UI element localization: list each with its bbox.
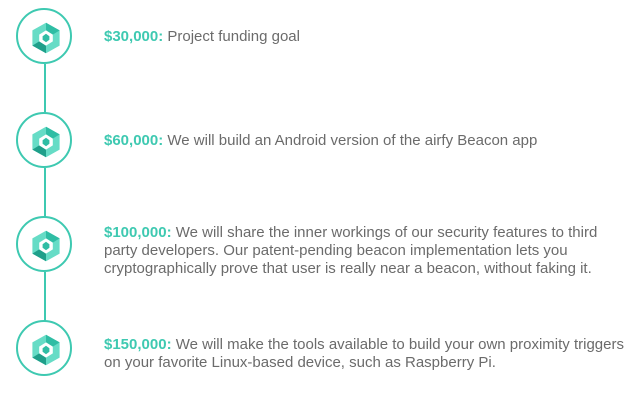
goal-amount: $30,000: bbox=[104, 28, 164, 45]
airfy-logo-icon bbox=[32, 126, 60, 158]
timeline-node bbox=[16, 8, 72, 64]
timeline-connector bbox=[44, 272, 46, 322]
goal-amount: $60,000: bbox=[104, 132, 164, 149]
stretch-goal-text: $30,000: Project funding goal bbox=[104, 28, 634, 46]
stretch-goal-text: $60,000: We will build an Android versio… bbox=[104, 132, 634, 150]
timeline-node bbox=[16, 320, 72, 376]
timeline-connector bbox=[44, 168, 46, 218]
goal-amount: $100,000: bbox=[104, 224, 172, 241]
timeline-node bbox=[16, 216, 72, 272]
airfy-logo-icon bbox=[32, 334, 60, 366]
goal-description: We will make the tools available to buil… bbox=[104, 336, 624, 371]
stretch-goal-text: $150,000: We will make the tools availab… bbox=[104, 336, 634, 372]
timeline-node bbox=[16, 112, 72, 168]
stretch-goal-text: $100,000: We will share the inner workin… bbox=[104, 224, 634, 278]
airfy-logo-icon bbox=[32, 22, 60, 54]
timeline-connector bbox=[44, 64, 46, 114]
goal-amount: $150,000: bbox=[104, 336, 172, 353]
goal-description: We will share the inner workings of our … bbox=[104, 224, 598, 277]
goal-description: Project funding goal bbox=[163, 28, 300, 45]
goal-description: We will build an Android version of the … bbox=[163, 132, 538, 149]
airfy-logo-icon bbox=[32, 230, 60, 262]
